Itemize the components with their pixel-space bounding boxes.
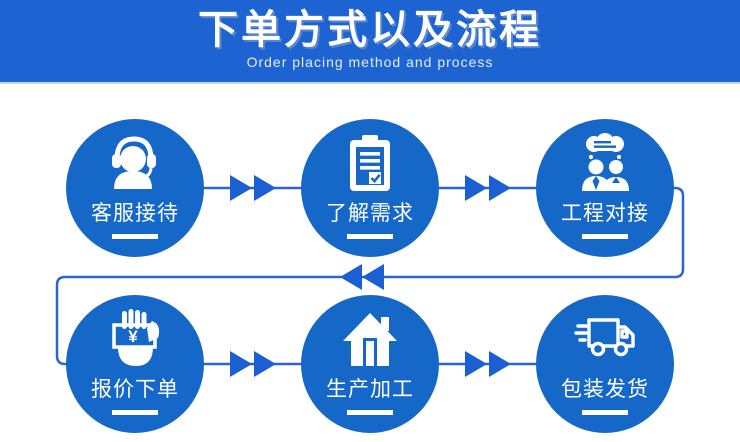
arrow-right-step2-step3 <box>465 175 511 201</box>
step-label: 客服接待 <box>91 202 179 225</box>
arrow-left-return <box>340 264 384 290</box>
step-underline <box>347 234 393 239</box>
step-underline <box>347 410 393 415</box>
step-packing-shipping: 包装发货 <box>536 295 674 433</box>
step-production: 生产加工 <box>301 295 439 433</box>
hand-holding-money-icon: ¥ <box>112 309 160 366</box>
step-underline <box>112 410 158 415</box>
step-label: 包装发货 <box>561 378 649 401</box>
page-title: 下单方式以及流程 <box>198 8 542 52</box>
customer-service-headset-icon <box>112 136 156 189</box>
arrow-right-step1-step2 <box>230 175 276 201</box>
step-engineering-connection: 工程对接 <box>536 119 674 257</box>
yuan-symbol: ¥ <box>128 327 138 346</box>
arrow-right-step4-step5 <box>230 351 276 377</box>
arrow-right-step5-step6 <box>465 351 511 377</box>
engineers-discussion-icon <box>582 133 629 191</box>
step-understand-requirements: 了解需求 <box>301 119 439 257</box>
step-label: 了解需求 <box>326 202 414 225</box>
header-banner: 下单方式以及流程 Order placing method and proces… <box>0 0 740 84</box>
clipboard-checklist-icon <box>350 135 390 191</box>
page-subtitle: Order placing method and process <box>246 54 494 70</box>
step-underline <box>582 234 628 239</box>
step-quote-order: ¥ 报价下单 <box>66 295 204 433</box>
step-label: 报价下单 <box>91 378 179 401</box>
delivery-truck-icon <box>574 318 635 357</box>
step-underline <box>112 234 158 239</box>
step-customer-service: 客服接待 <box>66 119 204 257</box>
step-underline <box>582 410 628 415</box>
factory-house-icon <box>343 313 397 366</box>
step-label: 生产加工 <box>326 378 414 401</box>
step-label: 工程对接 <box>561 202 649 225</box>
